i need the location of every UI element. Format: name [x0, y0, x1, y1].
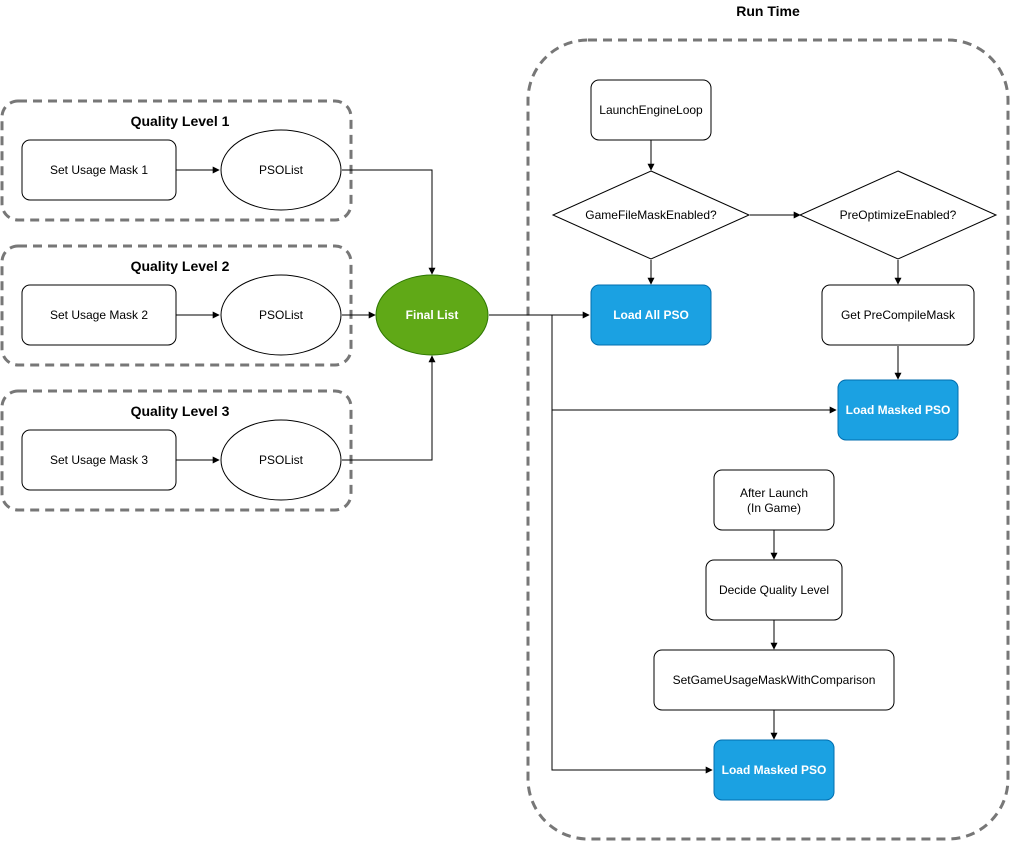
get-precompile-mask-node[interactable] — [821, 284, 975, 346]
load-all-pso-label: Load All PSO — [613, 308, 689, 322]
psolist-2-node[interactable] — [220, 274, 342, 356]
set-usage-mask-2-label: Set Usage Mask 2 — [50, 308, 148, 322]
decide-quality-level-label: Decide Quality Level — [719, 583, 829, 597]
psolist-1-label: PSOList — [259, 163, 304, 177]
load-masked-pso-2-node[interactable] — [713, 739, 835, 801]
load-masked-pso-1-node[interactable] — [837, 379, 959, 441]
quality-level-2-container — [0, 244, 353, 367]
pre-optimize-enabled-label: PreOptimizeEnabled? — [840, 208, 957, 222]
quality-level-1-container — [0, 99, 353, 222]
psolist-2-label: PSOList — [259, 308, 304, 322]
get-precompile-mask-label: Get PreCompileMask — [841, 308, 956, 322]
run-time-title: Run Time — [736, 3, 800, 19]
load-masked-pso-1-label: Load Masked PSO — [846, 403, 951, 417]
final-list-node[interactable] — [375, 274, 489, 356]
quality-level-3-title: Quality Level 3 — [131, 403, 230, 419]
edge-final-loadmasked2 — [551, 410, 713, 774]
load-masked-pso-2-label: Load Masked PSO — [722, 763, 827, 777]
quality-level-3-container — [0, 389, 353, 512]
after-launch-label-line1: After Launch — [740, 486, 808, 500]
decide-quality-level-node[interactable] — [705, 559, 843, 621]
pre-optimize-enabled-decision[interactable] — [798, 170, 998, 260]
launch-engine-loop-node[interactable] — [590, 79, 712, 141]
edge-psolist3-final — [342, 355, 436, 461]
psolist-3-label: PSOList — [259, 453, 304, 467]
game-file-mask-enabled-label: GameFileMaskEnabled? — [585, 208, 717, 222]
launch-engine-loop-label: LaunchEngineLoop — [599, 103, 703, 117]
quality-level-2-title: Quality Level 2 — [131, 258, 230, 274]
after-launch-node[interactable] — [713, 469, 835, 531]
game-file-mask-enabled-decision[interactable] — [551, 170, 751, 260]
edge-psolist1-final — [342, 169, 436, 275]
psolist-1-node[interactable] — [220, 129, 342, 211]
edges — [176, 140, 902, 774]
set-usage-mask-1-label: Set Usage Mask 1 — [50, 163, 148, 177]
run-time-container — [526, 38, 1010, 841]
load-all-pso-node[interactable] — [590, 284, 712, 346]
set-game-usage-mask-node[interactable] — [653, 649, 895, 711]
after-launch-label-line2: (In Game) — [747, 501, 801, 515]
set-game-usage-mask-label: SetGameUsageMaskWithComparison — [673, 673, 876, 687]
psolist-3-node[interactable] — [220, 419, 342, 501]
set-usage-mask-3-node[interactable] — [21, 429, 177, 491]
final-list-label: Final List — [406, 308, 459, 322]
quality-level-1-title: Quality Level 1 — [131, 113, 230, 129]
set-usage-mask-2-node[interactable] — [21, 284, 177, 346]
set-usage-mask-3-label: Set Usage Mask 3 — [50, 453, 148, 467]
set-usage-mask-1-node[interactable] — [21, 139, 177, 201]
